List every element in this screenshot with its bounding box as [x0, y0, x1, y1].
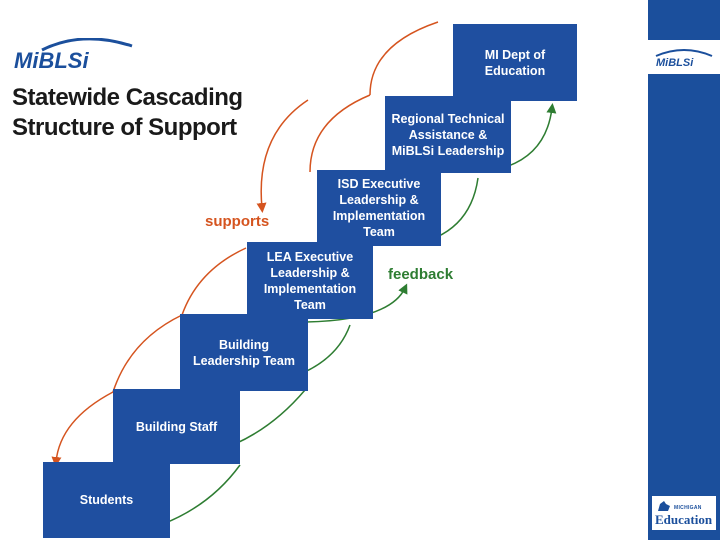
miblsi-logo: MiBLSi — [14, 38, 133, 72]
sidebar-miblsi-logo: MiBLSi — [655, 49, 713, 69]
michigan-map-icon — [658, 501, 670, 511]
step-regional-technical-assistance: Regional Technical Assistance & MiBLSi L… — [385, 96, 511, 173]
michigan-education-logo — [652, 496, 716, 530]
education-logo-small-text: MICHIGAN — [674, 505, 702, 511]
supports-arrow-2 — [309, 94, 371, 173]
step-building-leadership-team: Building Leadership Team — [180, 314, 308, 391]
step-label: Building Staff — [135, 419, 218, 434]
step-label: Students — [79, 493, 134, 507]
step-label: LEA Executive Leadership & Implementatio… — [263, 249, 357, 312]
sidebar-logo-text: MiBLSi — [656, 57, 694, 69]
title-line-1: Statewide Cascading — [12, 84, 243, 111]
sidebar-logo-box — [648, 40, 720, 74]
step-lea-executive-leadership: LEA Executive Leadership & Implementatio… — [247, 242, 373, 319]
education-logo-text: Education — [655, 512, 713, 527]
step-mi-dept-education: MI Dept of Education — [453, 24, 577, 101]
step-label: MI Dept of Education — [484, 47, 546, 78]
right-sidebar-band — [648, 0, 720, 540]
supports-arrow-4 — [181, 247, 247, 316]
supports-arrow-1 — [369, 21, 439, 96]
supports-arrow-3 — [256, 99, 309, 213]
step-isd-executive-leadership: ISD Executive Leadership & Implementatio… — [317, 170, 441, 246]
title-line-2: Structure of Support — [12, 114, 237, 141]
supports-arrow-6 — [51, 391, 114, 467]
page-title: Statewide Cascading Structure of Support — [12, 83, 282, 143]
step-students: Students — [43, 462, 170, 538]
feedback-label: feedback — [388, 266, 454, 283]
step-label: ISD Executive Leadership & Implementatio… — [332, 177, 426, 239]
supports-arrow-5 — [112, 314, 183, 393]
step-label: Building Leadership Team — [193, 337, 295, 368]
step-building-staff: Building Staff — [113, 389, 240, 464]
logo-text: MiBLSi — [14, 48, 89, 72]
step-label: Regional Technical Assistance & MiBLSi L… — [391, 111, 505, 158]
supports-label: supports — [205, 213, 270, 230]
